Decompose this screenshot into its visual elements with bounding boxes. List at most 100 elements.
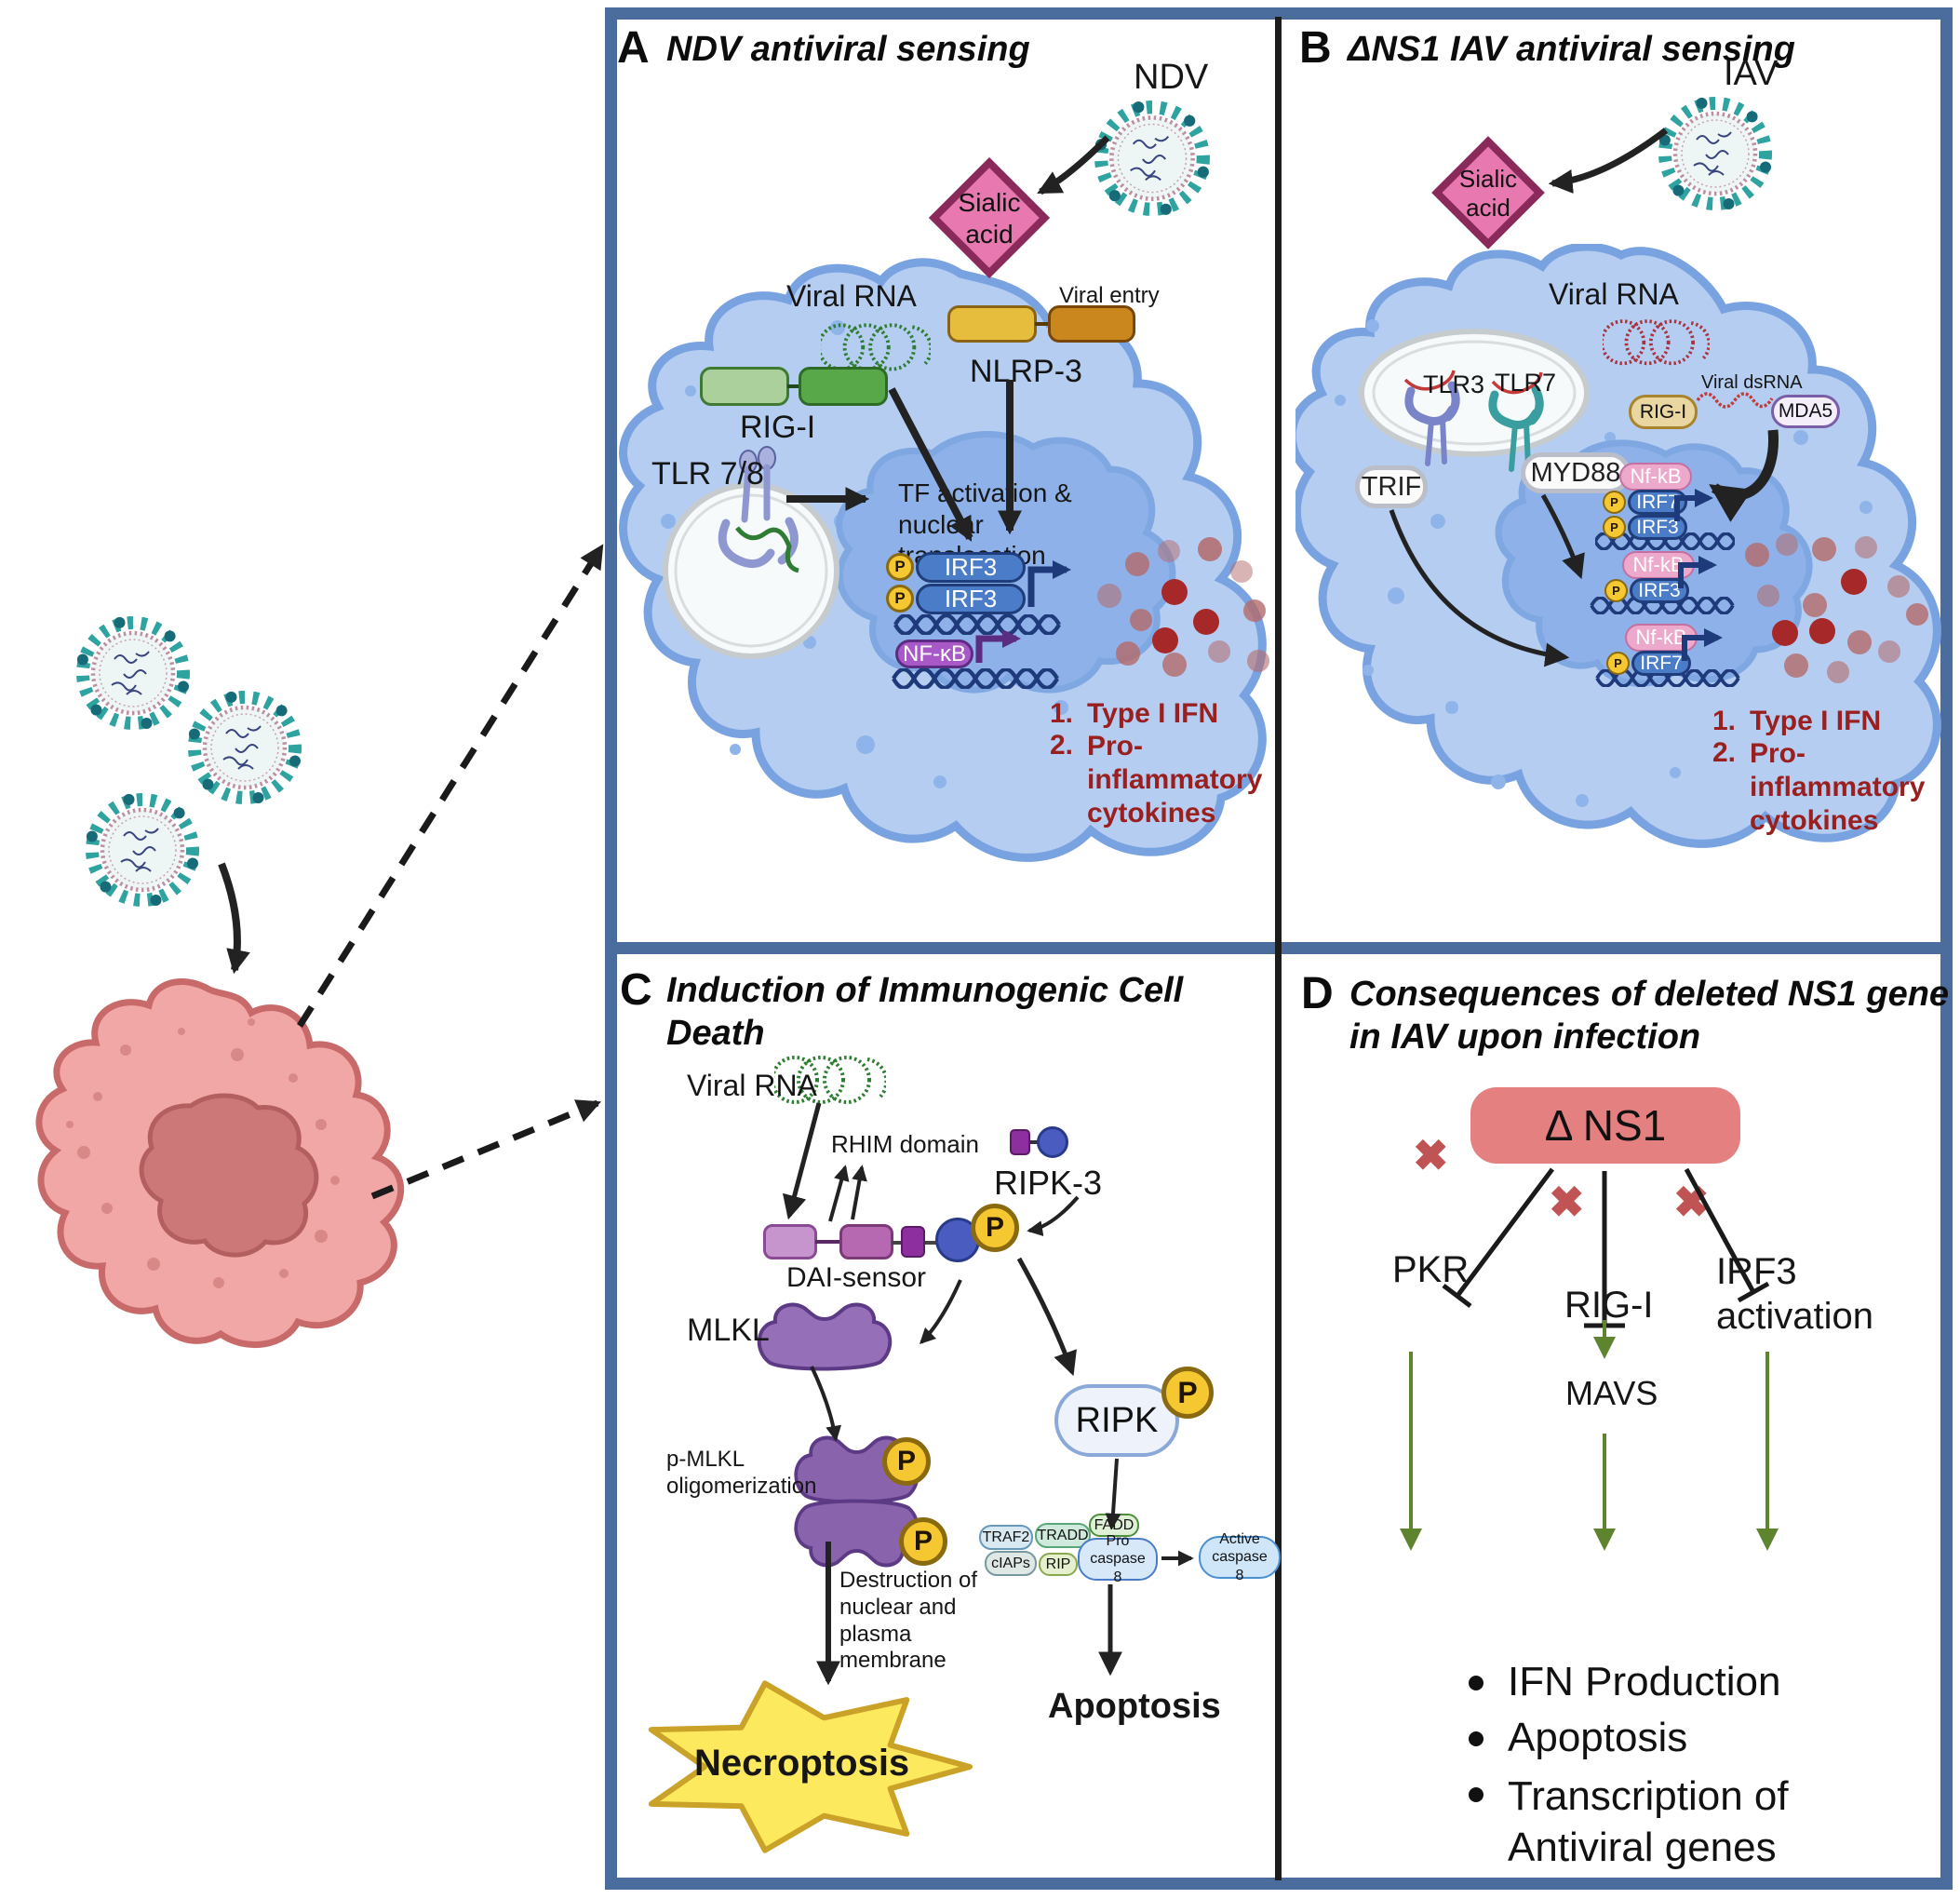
ripk3-label: RIPK-3	[994, 1164, 1103, 1202]
irf3-pill-a2: IRF3	[916, 584, 1026, 614]
secreted-cytokines-b	[1745, 533, 1928, 683]
tlr78-receptor-icon	[718, 446, 799, 573]
target-cell-nucleus	[139, 1093, 319, 1258]
tlr3-label: TLR3	[1423, 370, 1485, 398]
panel-c-letter: C	[620, 965, 652, 1015]
outcome-1-b: Type I IFN	[1750, 706, 1882, 736]
dai-sensor-label: DAI-sensor	[786, 1262, 927, 1293]
rigi-label-d: RIG-I	[1564, 1285, 1654, 1326]
viral-rna-label-b: Viral RNA	[1549, 277, 1679, 311]
nlrp3-linker	[1035, 322, 1050, 326]
rigi-linker	[787, 384, 800, 388]
sialic-acid-label-a: Sialic acid	[958, 188, 1021, 249]
bullet-apoptosis: Apoptosis	[1469, 1715, 1687, 1761]
dsrna-squiggle	[1696, 392, 1774, 409]
viral-dsrna-label: Viral dsRNA	[1701, 372, 1803, 393]
phospho-mlkl-2: P	[899, 1517, 947, 1566]
tradd-pill: TRADD	[1035, 1523, 1091, 1548]
nlrp3-domain-2	[1048, 305, 1135, 343]
necroptosis-label: Necroptosis	[694, 1743, 910, 1784]
nfkb-pill-a: NF-κB	[895, 640, 973, 668]
irf7-pill-b2: IRF7	[1631, 651, 1691, 676]
outcome-1-a: Type I IFN	[1087, 698, 1219, 729]
iav-label: IAV	[1724, 54, 1779, 93]
pmlkl-label: p-MLKL oligomerization	[666, 1447, 817, 1499]
bullet-dot	[1469, 1731, 1483, 1746]
secreted-cytokines-a	[1097, 537, 1269, 677]
trif-pill: TRIF	[1355, 465, 1428, 508]
viral-rna-label-c: Viral RNA	[687, 1069, 817, 1102]
dna-helix-a2	[892, 668, 1059, 689]
target-cell	[35, 978, 405, 1348]
nfkb-pill-b1: Nf-kB	[1619, 463, 1692, 491]
phospho-a2: P	[886, 585, 914, 613]
ripk3-linker	[1030, 1140, 1038, 1144]
outcome-2-b: Pro-inflammatory cytokines	[1750, 738, 1926, 836]
panel-a-title: NDV antiviral sensing	[666, 30, 1030, 69]
dai-linker-1	[815, 1240, 841, 1244]
nfkb-pill-b2: Nf-kB	[1622, 551, 1695, 579]
ripk3-domain-circle	[1037, 1126, 1068, 1158]
viral-entry-label: Viral entry	[1059, 283, 1160, 308]
ripk3-domain-square	[1010, 1129, 1030, 1155]
tlr78-label: TLR 7/8	[651, 456, 764, 492]
inhibit-x-rigi: ✖	[1549, 1178, 1585, 1226]
inhibit-x-pkr: ✖	[1413, 1131, 1449, 1179]
dai-domain-2	[839, 1224, 893, 1259]
phospho-ripk: P	[1161, 1367, 1214, 1419]
outcome-2-num-b: 2.	[1712, 737, 1737, 768]
irf3-pill-a1: IRF3	[916, 552, 1026, 583]
left-scene-graphic	[35, 605, 405, 1348]
myd88-pill: MYD88	[1521, 452, 1631, 493]
outcome-1-num-a: 1.	[1050, 698, 1074, 729]
mlkl-monomer	[757, 1302, 893, 1371]
irf3-pill-b1: IRF3	[1628, 515, 1687, 540]
dai-domain-1	[763, 1224, 817, 1259]
nlrp3-domain-1	[947, 305, 1037, 343]
mlkl-label: MLKL	[687, 1313, 770, 1348]
bullet-dot	[1469, 1787, 1483, 1802]
traf2-pill: TRAF2	[979, 1525, 1033, 1550]
rigi-domain-2	[799, 367, 888, 406]
phospho-b1: P	[1603, 491, 1626, 514]
tlr7-label: TLR7	[1495, 369, 1557, 397]
necroptosis-star	[648, 1680, 973, 1853]
free-virus-1	[77, 617, 189, 729]
pkr-label: PKR	[1392, 1249, 1470, 1290]
irf3-activation-label: IRF3 activation	[1716, 1251, 1873, 1337]
panel-divider-vertical	[1275, 17, 1282, 1880]
irf7-pill-b1: IRF7	[1628, 490, 1687, 515]
panel-c-graphic	[648, 1056, 973, 1853]
tlr3-receptor-icon	[1403, 370, 1460, 466]
irf3-pill-b2: IRF3	[1630, 578, 1689, 603]
phospho-b3: P	[1604, 579, 1628, 602]
bullet-dot	[1469, 1676, 1483, 1690]
viral-rna-label-a: Viral RNA	[786, 279, 917, 313]
viral-rna-coil-a	[821, 323, 931, 371]
panel-a-letter: A	[617, 23, 650, 73]
outcome-2-num-a: 2.	[1050, 730, 1074, 761]
mavs-label: MAVS	[1565, 1374, 1658, 1412]
phospho-dai: P	[971, 1204, 1019, 1252]
inhibit-x-irf3: ✖	[1673, 1178, 1710, 1226]
rigi-pill-b: RIG-I	[1629, 395, 1698, 429]
nlrp3-label: NLRP-3	[970, 354, 1082, 389]
endosome-a	[663, 482, 839, 659]
rhim-domain-label: RHIM domain	[831, 1130, 979, 1158]
ndv-virus	[1091, 97, 1214, 220]
viral-rna-coil-b	[1603, 319, 1710, 366]
rigi-label-a: RIG-I	[740, 410, 816, 445]
panel-d-letter: D	[1301, 969, 1334, 1018]
mda5-pill: MDA5	[1771, 395, 1840, 428]
free-virus-2	[189, 692, 301, 803]
dai-linker-3	[925, 1241, 936, 1245]
outcome-2-a: Pro-inflammatory cytokines	[1087, 731, 1263, 828]
active-caspase8-pill: Active caspase 8	[1199, 1531, 1281, 1583]
ndv-label: NDV	[1134, 58, 1209, 97]
bullet-ifn-production: IFN Production	[1469, 1659, 1780, 1705]
free-virus-3	[87, 794, 198, 906]
phospho-b4: P	[1606, 652, 1630, 675]
destruction-label: Destruction of nuclear and plasma membra…	[839, 1568, 978, 1674]
phospho-b2: P	[1603, 516, 1626, 539]
outcome-1-num-b: 1.	[1712, 706, 1737, 736]
